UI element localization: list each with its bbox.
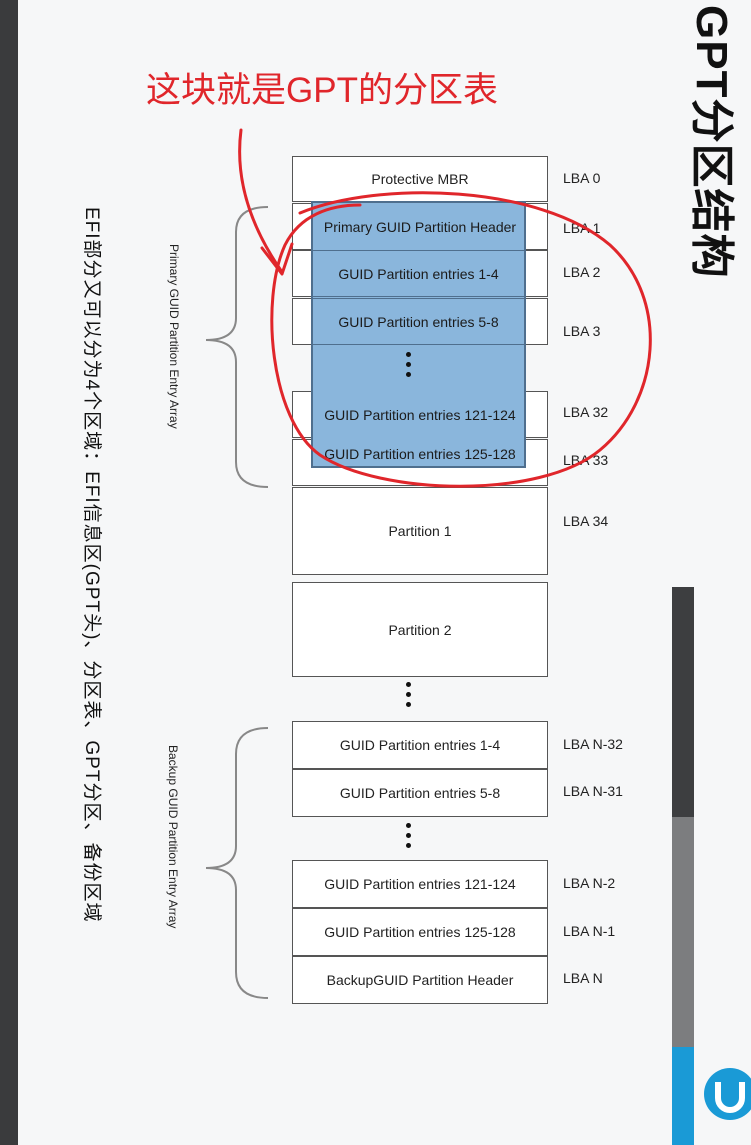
- block-backup-entries-1-4: GUID Partition entries 1-4: [292, 721, 548, 769]
- entries-1-4-label: GUID Partition entries 1-4: [311, 250, 526, 297]
- red-arrow-head: [260, 242, 294, 276]
- ellipsis-dots-primary: [406, 352, 412, 382]
- block-backup-entries-5-8: GUID Partition entries 5-8: [292, 769, 548, 817]
- ellipsis-dots-middle: [406, 682, 412, 712]
- block-backup-entries-121-124: GUID Partition entries 121-124: [292, 860, 548, 908]
- lba-label: LBA N-31: [563, 783, 623, 799]
- app-logo-icon: [704, 1068, 751, 1120]
- block-protective-mbr: Protective MBR: [292, 156, 548, 202]
- ellipsis-dots-backup: [406, 823, 412, 853]
- block-partition-1: Partition 1: [292, 487, 548, 575]
- lba-label: LBA 3: [563, 323, 601, 339]
- red-annotation-text: 这块就是GPT的分区表: [146, 71, 498, 110]
- lba-label: LBA N-2: [563, 875, 616, 891]
- left-edge-bar: [0, 0, 18, 1145]
- block-backup-header: BackupGUID Partition Header: [292, 956, 548, 1004]
- block-partition-2: Partition 2: [292, 582, 548, 677]
- red-circle-outline: [270, 191, 652, 488]
- partition-table-highlight: [311, 201, 526, 468]
- lba-label: LBA 2: [563, 264, 601, 280]
- progress-strip-blue: [672, 1047, 694, 1145]
- lba-label: LBA 0: [563, 170, 601, 186]
- progress-strip-grey: [672, 817, 694, 1047]
- backup-brace: [205, 727, 269, 999]
- red-arrow-stroke: [238, 128, 284, 274]
- entries-121-124-label: GUID Partition entries 121-124: [324, 406, 516, 423]
- lba-label: LBA 34: [563, 513, 609, 529]
- block-backup-entries-125-128: GUID Partition entries 125-128: [292, 908, 548, 956]
- lba-label: LBA 32: [563, 404, 609, 420]
- entries-5-8-label: GUID Partition entries 5-8: [311, 298, 526, 345]
- lba-label: LBA N-1: [563, 923, 616, 939]
- lba-label: LBA N-32: [563, 736, 623, 752]
- primary-brace: [205, 206, 269, 488]
- progress-strip-dark: [672, 587, 694, 817]
- primary-header-label: Primary GUID Partition Header: [323, 218, 517, 235]
- lba-label: LBA N: [563, 970, 603, 986]
- entries-125-128-label: GUID Partition entries 125-128: [324, 445, 516, 462]
